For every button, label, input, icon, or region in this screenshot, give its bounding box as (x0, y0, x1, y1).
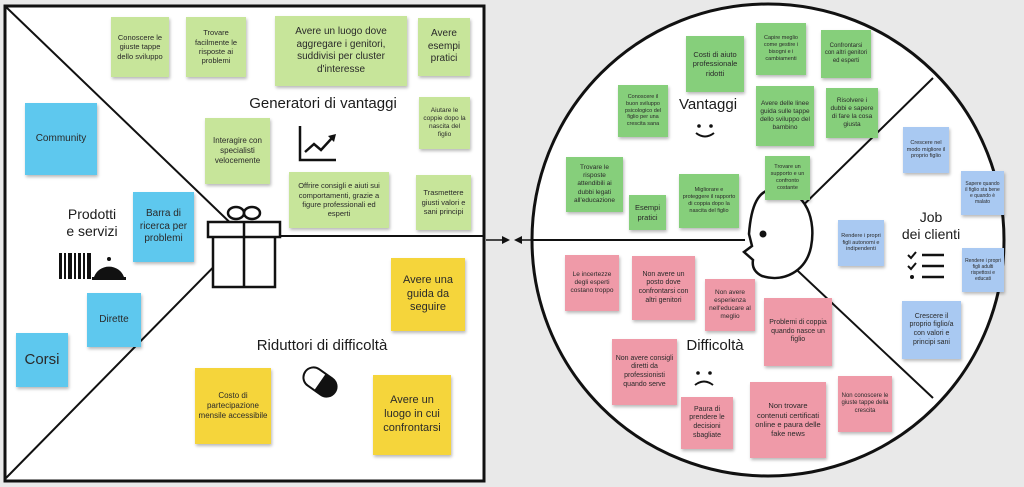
chart-growth-icon (298, 126, 336, 162)
gain-note: Avere delle linee guida sulle tappe dell… (756, 86, 814, 146)
pain-relievers-title: Riduttori di difficoltà (256, 337, 388, 354)
customer-jobs-title: Job dei clienti (901, 209, 961, 242)
gift-icon (206, 205, 282, 289)
product-note: Dirette (87, 293, 141, 347)
customer-job-note: Rendere i propri figli autonomi e indipe… (838, 220, 884, 266)
gain-note: Esempi pratici (629, 195, 666, 230)
customer-head-icon (742, 187, 814, 280)
gain-note: Migliorare e proteggere il rapporto di c… (679, 174, 739, 228)
pain-note: Le incertezze degli esperti costano trop… (565, 255, 619, 311)
customer-job-note: Rendere i propri figli adulti rispettosi… (962, 248, 1004, 292)
barcode-bell-icon (59, 253, 126, 280)
smile-icon (695, 124, 715, 138)
pain-note: Non conoscere le giuste tappe della cres… (838, 376, 892, 432)
pain-note: Non avere un posto dove confrontarsi con… (632, 256, 695, 320)
gain-creator-note: Avere esempi pratici (418, 18, 470, 76)
customer-job-note: Crescere il proprio figlio/a con valori … (902, 301, 961, 359)
pain-note: Non trovare contenuti certificati online… (750, 382, 826, 458)
gain-creator-note: Conoscere le giuste tappe dello sviluppo (111, 17, 169, 77)
gain-creator-note: Avere un luogo dove aggregare i genitori… (275, 16, 407, 86)
gain-note: Risolvere i dubbi e sapere di fare la co… (826, 88, 878, 138)
customer-job-note: Sapere quando il figlio sta bene e quand… (961, 171, 1004, 215)
gains-title: Vantaggi (678, 96, 738, 113)
product-note: Corsi (16, 333, 68, 387)
gain-note: Trovare un supporto e un confronto costa… (765, 156, 810, 200)
product-note: Barra di ricerca per problemi (133, 192, 194, 262)
pain-note: Non avere consigli diretti da profession… (612, 339, 677, 405)
gain-creator-note: Offrire consigli e aiuti sui comportamen… (289, 172, 389, 228)
gain-creator-note: Trovare facilmente le risposte ai proble… (186, 17, 246, 77)
gain-creators-title: Generatori di vantaggi (249, 95, 397, 112)
pains-title: Difficoltà (686, 337, 744, 354)
sad-icon (694, 371, 714, 386)
pain-note: Non avere esperienza nell'educare al meg… (705, 279, 755, 331)
fit-arrows (486, 236, 534, 244)
pain-note: Problemi di coppia quando nasce un figli… (764, 298, 832, 366)
product-note: Community (25, 103, 97, 175)
pain-reliever-note: Avere una guida da seguire (391, 258, 465, 331)
pill-icon (302, 366, 338, 398)
gain-creator-note: Aiutare le coppie dopo la nascita del fi… (419, 97, 470, 149)
gain-creator-note: Trasmettere giusti valori e sani princip… (416, 175, 471, 230)
gain-note: Trovare le risposte attendibili ai dubbi… (566, 157, 623, 212)
gain-note: Costi di aiuto professionale ridotti (686, 36, 744, 92)
pain-note: Paura di prendere le decisioni sbagliate (681, 397, 733, 449)
pain-reliever-note: Avere un luogo in cui confrontarsi (373, 375, 451, 455)
gain-creator-note: Interagire con specialisti velocemente (205, 118, 270, 184)
customer-job-note: Crescere nel modo migliore il proprio fi… (903, 127, 949, 173)
pain-reliever-note: Costo di partecipazione mensile accessib… (195, 368, 271, 444)
checklist-icon (907, 251, 944, 279)
products-title: Prodotti e servizi (66, 206, 118, 239)
gain-note: Capire meglio come gestire i bisogni e i… (756, 23, 806, 75)
gain-note: Conoscere il buon sviluppo psicologico d… (618, 85, 668, 137)
gain-note: Confrontarsi con altri genitori ed esper… (821, 30, 871, 78)
